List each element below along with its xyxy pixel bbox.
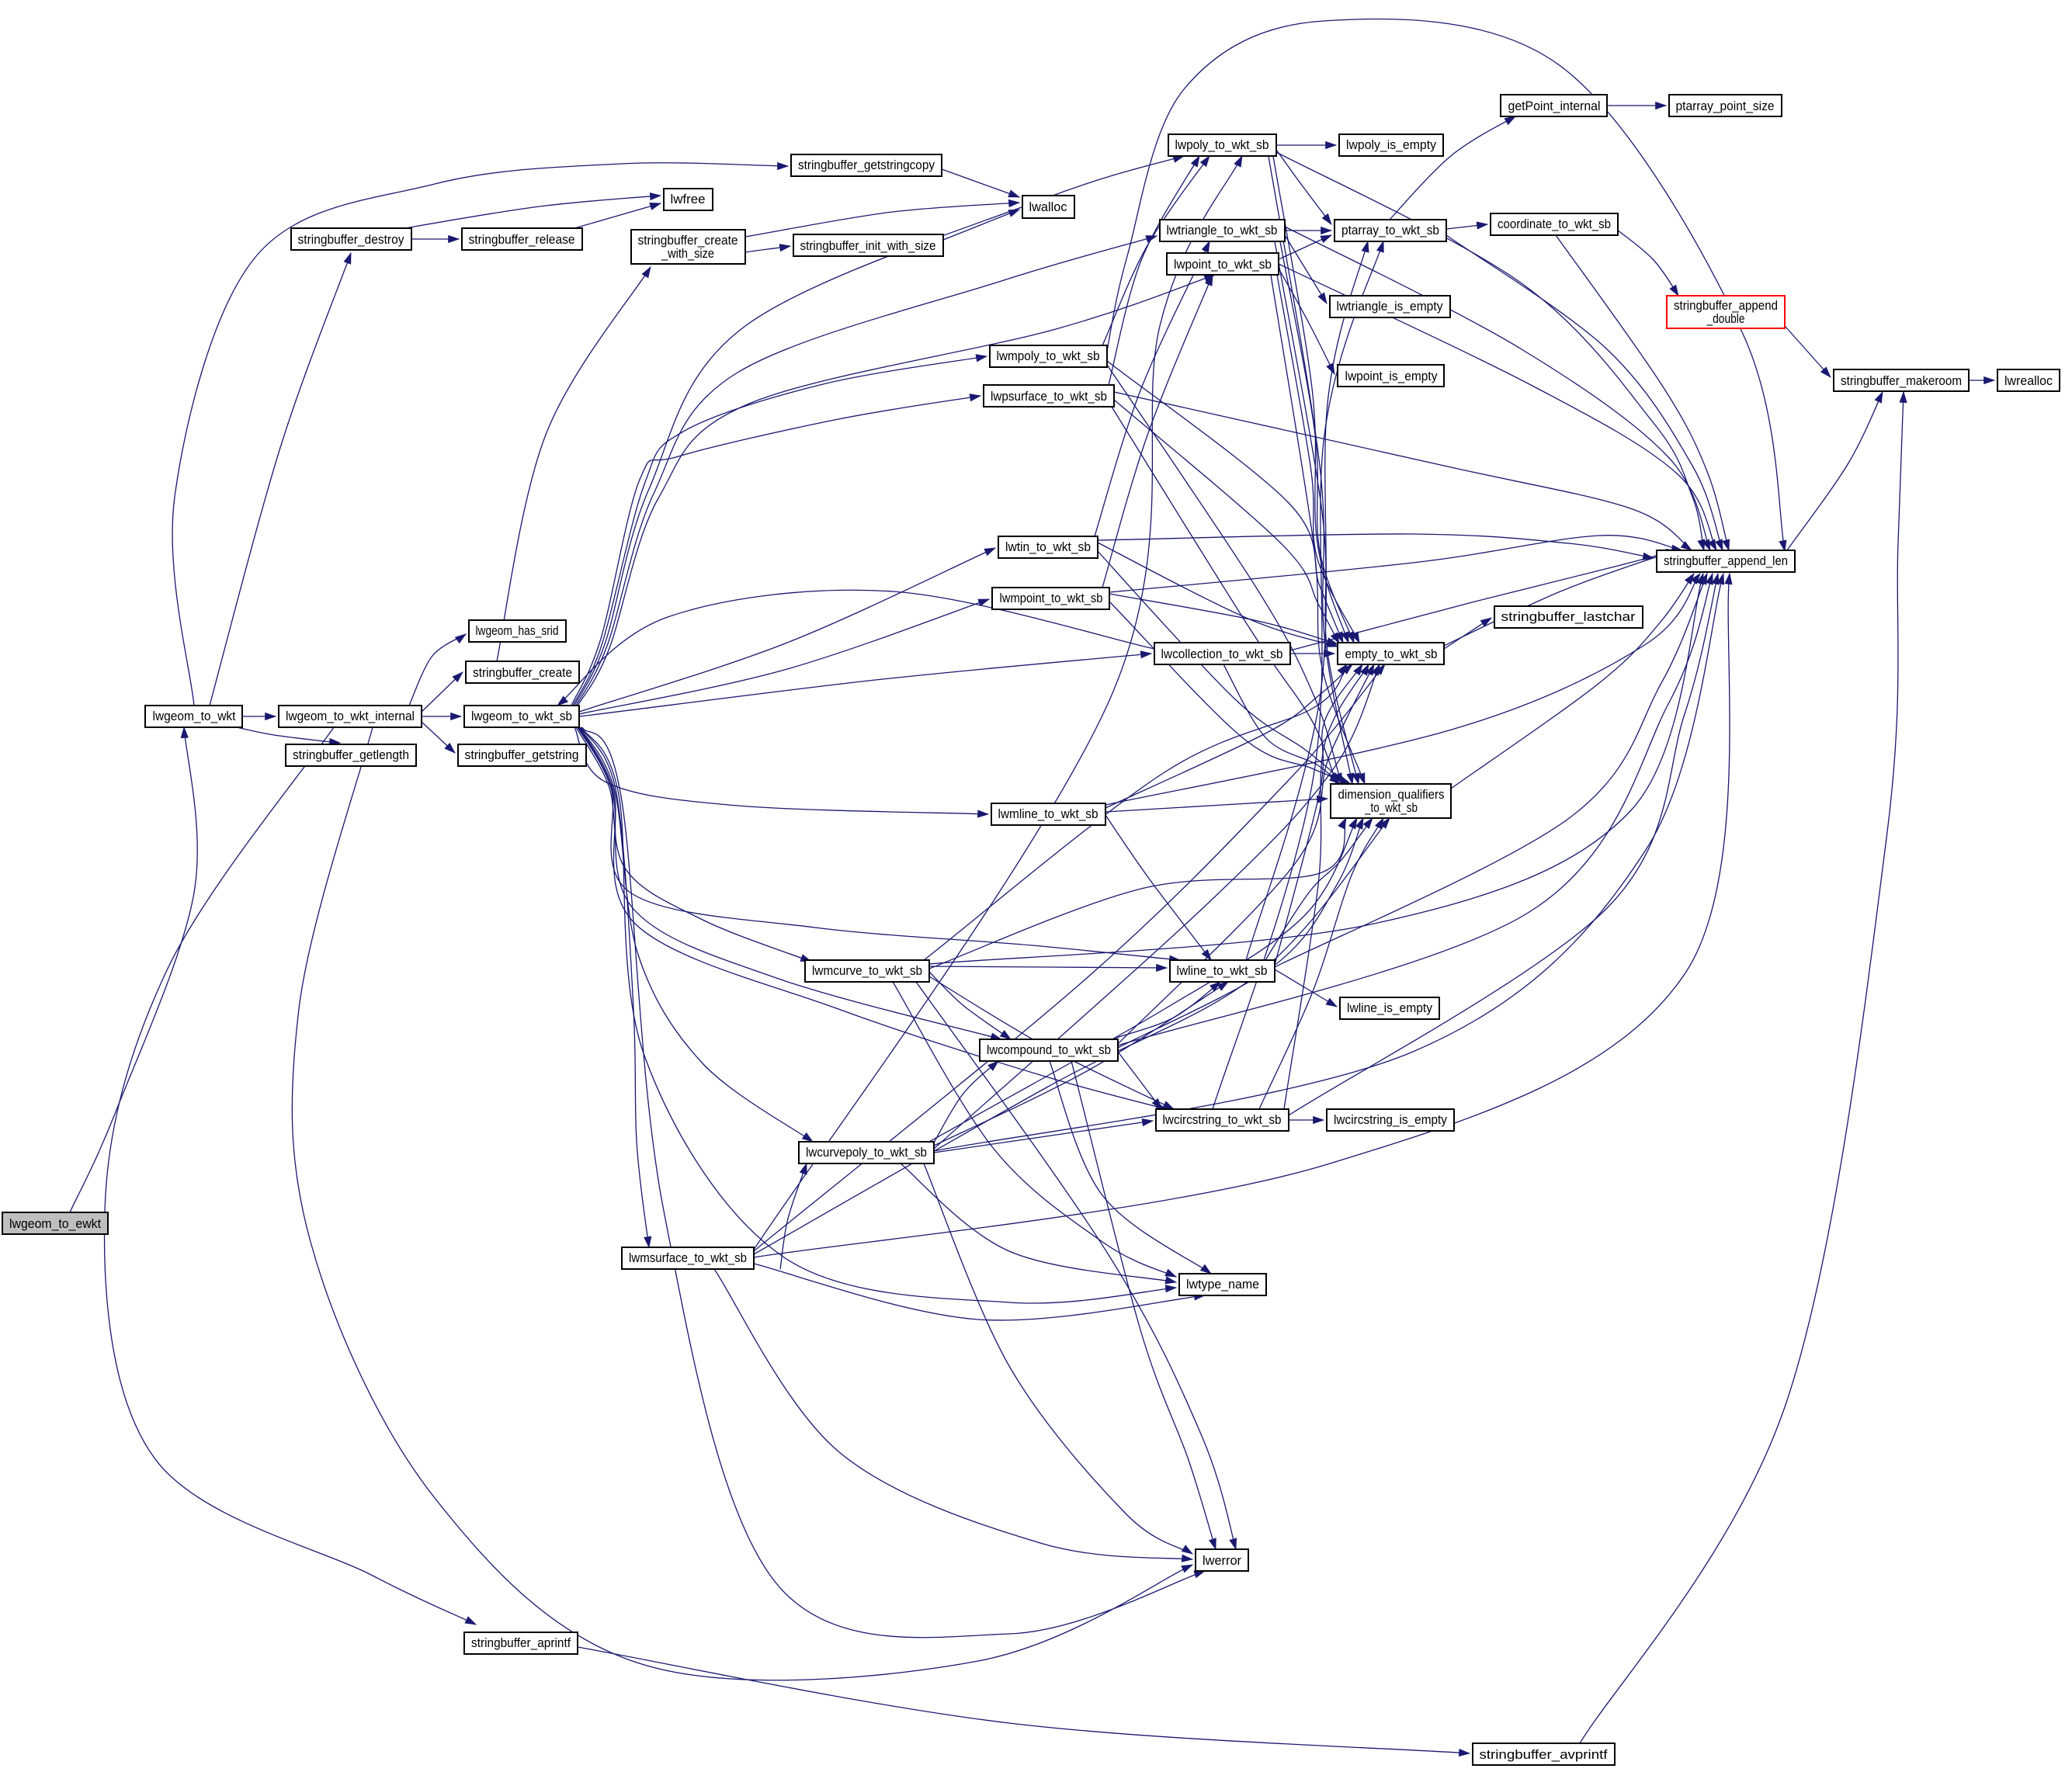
svg-text:stringbuffer_release: stringbuffer_release: [469, 233, 575, 247]
svg-text:lwgeom_to_wkt_internal: lwgeom_to_wkt_internal: [286, 709, 415, 723]
svg-text:lwline_to_wkt_sb: lwline_to_wkt_sb: [1177, 964, 1268, 978]
svg-text:_double: _double: [1706, 312, 1745, 326]
svg-text:lwpsurface_to_wkt_sb: lwpsurface_to_wkt_sb: [991, 390, 1107, 404]
svg-text:lwgeom_to_wkt: lwgeom_to_wkt: [153, 709, 236, 723]
svg-text:lwtriangle_is_empty: lwtriangle_is_empty: [1337, 300, 1444, 314]
svg-text:stringbuffer_getlength: stringbuffer_getlength: [293, 748, 409, 762]
svg-text:lwtriangle_to_wkt_sb: lwtriangle_to_wkt_sb: [1167, 224, 1278, 238]
svg-text:lwfree: lwfree: [671, 192, 706, 206]
svg-text:lwtin_to_wkt_sb: lwtin_to_wkt_sb: [1005, 540, 1091, 554]
svg-text:lwpoly_to_wkt_sb: lwpoly_to_wkt_sb: [1175, 138, 1269, 152]
svg-text:coordinate_to_wkt_sb: coordinate_to_wkt_sb: [1498, 217, 1611, 231]
svg-text:stringbuffer_append: stringbuffer_append: [1674, 299, 1778, 313]
svg-text:lwmcurve_to_wkt_sb: lwmcurve_to_wkt_sb: [812, 964, 922, 978]
svg-text:stringbuffer_avprintf: stringbuffer_avprintf: [1480, 1748, 1608, 1762]
svg-text:ptarray_point_size: ptarray_point_size: [1676, 99, 1775, 113]
svg-text:stringbuffer_create: stringbuffer_create: [638, 234, 738, 248]
svg-text:lwcurvepoly_to_wkt_sb: lwcurvepoly_to_wkt_sb: [806, 1146, 927, 1160]
svg-text:empty_to_wkt_sb: empty_to_wkt_sb: [1345, 647, 1438, 661]
svg-text:stringbuffer_create: stringbuffer_create: [473, 666, 572, 680]
svg-text:lwpoint_to_wkt_sb: lwpoint_to_wkt_sb: [1174, 258, 1272, 272]
svg-text:stringbuffer_getstring: stringbuffer_getstring: [465, 748, 579, 762]
svg-text:lwgeom_to_wkt_sb: lwgeom_to_wkt_sb: [471, 709, 572, 723]
svg-text:lwtype_name: lwtype_name: [1186, 1278, 1259, 1292]
svg-text:lwmpoly_to_wkt_sb: lwmpoly_to_wkt_sb: [997, 349, 1100, 363]
svg-text:dimension_qualifiers: dimension_qualifiers: [1338, 788, 1445, 802]
svg-text:lwmsurface_to_wkt_sb: lwmsurface_to_wkt_sb: [629, 1251, 747, 1265]
svg-text:lwgeom_has_srid: lwgeom_has_srid: [476, 624, 559, 638]
svg-text:lwline_is_empty: lwline_is_empty: [1347, 1001, 1433, 1015]
svg-text:lwgeom_to_ewkt: lwgeom_to_ewkt: [9, 1217, 101, 1231]
svg-text:_with_size: _with_size: [661, 247, 714, 261]
svg-text:stringbuffer_append_len: stringbuffer_append_len: [1664, 554, 1788, 568]
svg-text:lwmline_to_wkt_sb: lwmline_to_wkt_sb: [998, 807, 1098, 821]
svg-text:getPoint_internal: getPoint_internal: [1508, 99, 1601, 113]
svg-text:lwerror: lwerror: [1203, 1554, 1241, 1568]
svg-text:lwpoly_is_empty: lwpoly_is_empty: [1346, 138, 1437, 152]
svg-text:stringbuffer_makeroom: stringbuffer_makeroom: [1841, 374, 1962, 388]
svg-text:stringbuffer_init_with_size: stringbuffer_init_with_size: [800, 239, 936, 253]
svg-text:lwpoint_is_empty: lwpoint_is_empty: [1345, 369, 1439, 383]
svg-text:stringbuffer_getstringcopy: stringbuffer_getstringcopy: [798, 158, 935, 172]
svg-text:stringbuffer_destroy: stringbuffer_destroy: [298, 233, 405, 247]
svg-text:ptarray_to_wkt_sb: ptarray_to_wkt_sb: [1341, 224, 1439, 238]
svg-text:_to_wkt_sb: _to_wkt_sb: [1364, 801, 1418, 815]
svg-text:lwcompound_to_wkt_sb: lwcompound_to_wkt_sb: [987, 1043, 1111, 1057]
svg-text:stringbuffer_aprintf: stringbuffer_aprintf: [471, 1636, 571, 1650]
svg-text:lwrealloc: lwrealloc: [2004, 374, 2053, 388]
svg-text:lwalloc: lwalloc: [1029, 200, 1067, 214]
svg-text:lwcircstring_is_empty: lwcircstring_is_empty: [1334, 1113, 1448, 1127]
svg-text:lwmpoint_to_wkt_sb: lwmpoint_to_wkt_sb: [1000, 591, 1103, 605]
svg-text:lwcircstring_to_wkt_sb: lwcircstring_to_wkt_sb: [1163, 1113, 1282, 1127]
svg-text:stringbuffer_lastchar: stringbuffer_lastchar: [1501, 610, 1636, 624]
svg-text:lwcollection_to_wkt_sb: lwcollection_to_wkt_sb: [1161, 647, 1283, 661]
